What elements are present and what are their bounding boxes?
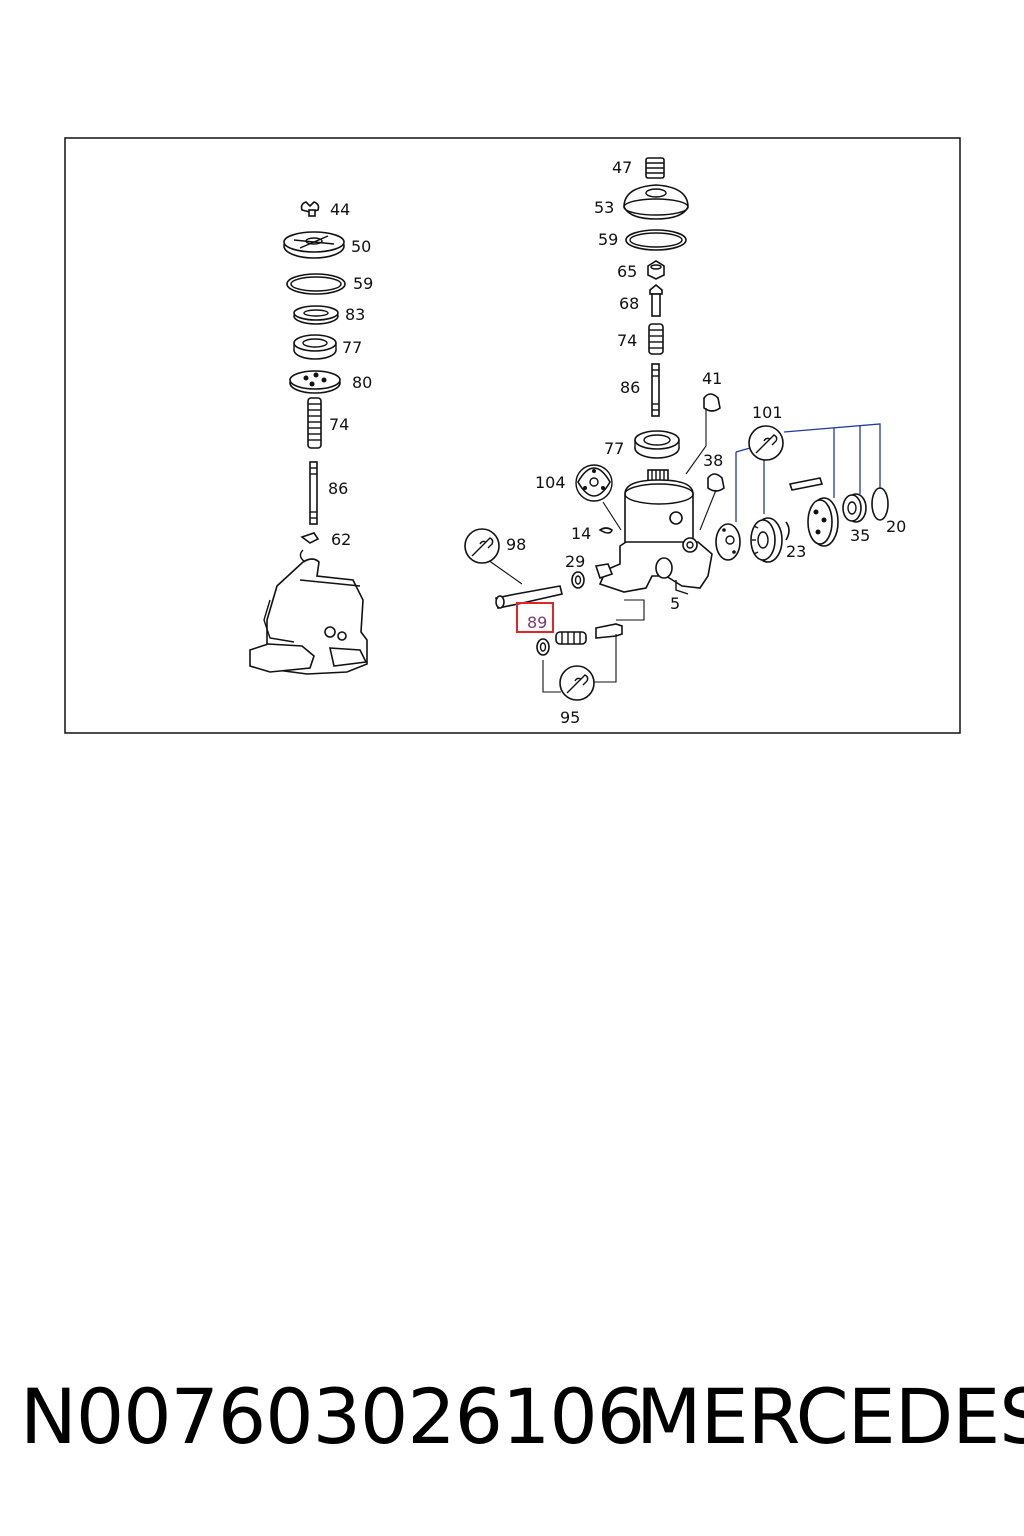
callout-44: 44 (330, 200, 350, 219)
part-valve-plate (289, 370, 341, 394)
part-clip (300, 532, 320, 544)
wrench-symbol-95 (559, 665, 595, 701)
part-rotor-23 (750, 517, 783, 563)
part-pump-body-left (249, 549, 368, 675)
callout-65: 65 (617, 262, 637, 281)
callout-23: 23 (786, 542, 806, 561)
right-assembly (715, 423, 889, 563)
callout-50: 50 (351, 237, 371, 256)
callout-47: 47 (612, 158, 632, 177)
center-assembly (487, 157, 725, 693)
part-cover (283, 231, 345, 259)
part-seal-2 (634, 430, 680, 459)
highlighted-callout[interactable]: 89 (516, 602, 554, 633)
callout-77-center: 77 (604, 439, 624, 458)
part-key-14 (598, 527, 613, 534)
wrench-symbol-101 (748, 425, 784, 461)
callout-89: 89 (527, 613, 547, 632)
part-number: N007603026106 (20, 1372, 645, 1461)
part-nut (647, 260, 665, 280)
part-plate-104 (577, 467, 611, 497)
callout-14: 14 (571, 524, 591, 543)
part-plate (293, 305, 339, 325)
callout-35: 35 (850, 526, 870, 545)
part-circlip-20 (871, 487, 889, 521)
part-stud-2 (651, 363, 660, 417)
part-seal (293, 334, 337, 360)
wrench-symbol-98 (464, 528, 500, 564)
part-wing-nut (300, 201, 320, 217)
part-stud (309, 461, 318, 525)
callout-29: 29 (565, 552, 585, 571)
callout-74-center: 74 (617, 331, 637, 350)
part-o-ring-2 (625, 229, 687, 251)
callout-68: 68 (619, 294, 639, 313)
diagram-border (64, 137, 961, 734)
part-cap (623, 184, 689, 220)
part-rotor-disc-1 (715, 523, 741, 561)
callout-41: 41 (702, 369, 722, 388)
callout-59-left: 59 (353, 274, 373, 293)
callout-74-left: 74 (329, 415, 349, 434)
part-spring-2 (648, 323, 664, 355)
wrench-symbol-104 (575, 464, 613, 502)
callout-59-center: 59 (598, 230, 618, 249)
part-pin (788, 477, 824, 491)
part-pump-body-main (594, 469, 713, 595)
part-valve-95 (555, 623, 623, 645)
callout-104: 104 (535, 473, 566, 492)
callout-38: 38 (703, 451, 723, 470)
callout-77-left: 77 (342, 338, 362, 357)
part-washer-29 (571, 571, 585, 589)
callout-95: 95 (560, 708, 580, 727)
callout-83: 83 (345, 305, 365, 324)
part-small-cap-41 (703, 393, 721, 412)
part-washer-89 (536, 638, 550, 656)
footer-caption: N007603026106 MERCEDES (0, 1372, 1024, 1472)
part-seal-35 (842, 493, 867, 523)
callout-20: 20 (886, 517, 906, 536)
callout-labels: 44 50 59 83 77 80 74 86 62 47 53 59 65 6… (328, 158, 906, 727)
brand-name: MERCEDES (636, 1372, 1024, 1461)
part-cam-plate (807, 497, 839, 547)
callout-5: 5 (670, 594, 680, 613)
left-assembly (249, 201, 368, 675)
part-plug-38 (707, 473, 725, 492)
callout-86-left: 86 (328, 479, 348, 498)
part-shaft-98 (495, 585, 563, 609)
part-fitting (645, 157, 665, 179)
highlight-box (516, 602, 554, 633)
callout-98: 98 (506, 535, 526, 554)
part-spring (307, 397, 322, 449)
callout-101: 101 (752, 403, 783, 422)
callout-80: 80 (352, 373, 372, 392)
part-bolt (649, 283, 663, 317)
callout-53: 53 (594, 198, 614, 217)
callout-86-center: 86 (620, 378, 640, 397)
callout-62: 62 (331, 530, 351, 549)
